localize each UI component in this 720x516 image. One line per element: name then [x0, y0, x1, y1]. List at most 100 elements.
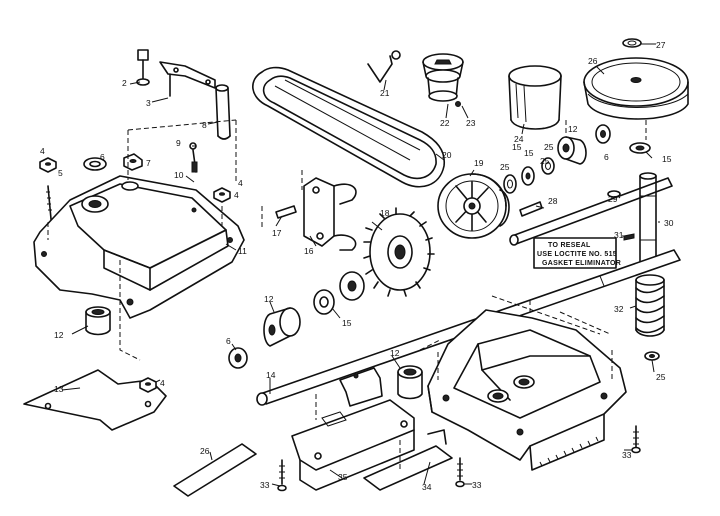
part-32-worm [635, 274, 665, 337]
label-8: 8 [202, 120, 207, 130]
label-4-bottom: 4 [160, 378, 165, 388]
part-18-gear [363, 207, 435, 297]
part-25-ring-upper [503, 174, 517, 194]
part-8-shaft [215, 84, 231, 140]
part-lower-housing [427, 309, 627, 471]
part-19-clutch-drum [437, 173, 510, 239]
part-25-ring-lower [644, 351, 660, 361]
label-14: 14 [266, 370, 276, 380]
label-12-upper: 12 [568, 124, 578, 134]
label-21: 21 [380, 88, 390, 98]
part-4-nut-right [213, 187, 231, 203]
label-29: 29 [608, 194, 618, 204]
part-33-screw-right [631, 425, 641, 454]
part-15-washer-upper [521, 166, 535, 186]
label-26-bottom: 26 [200, 446, 210, 456]
part-21-bent-pin [367, 50, 401, 83]
leader-lines [61, 43, 660, 487]
part-22-pulley [422, 53, 464, 107]
note-line-1: TO RESEAL [548, 242, 591, 249]
part-15-washer-mid [339, 271, 365, 301]
reseal-note: TO RESEAL USE LOCTITE NO. 515 GASKET ELI… [533, 237, 621, 269]
label-25-lower: 25 [656, 372, 666, 382]
label-9: 9 [176, 138, 181, 148]
label-15-extra: 15 [512, 142, 522, 152]
part-6-washer-upper [595, 124, 611, 144]
part-12-bushing-left [85, 306, 111, 336]
part-bracket-lower [339, 367, 383, 407]
label-5: 5 [58, 168, 63, 178]
label-32: 32 [614, 304, 624, 314]
label-23: 23 [466, 118, 476, 128]
label-2: 2 [122, 78, 127, 88]
label-4-extra: 4 [238, 178, 243, 188]
label-33-left: 33 [260, 480, 270, 490]
label-7: 7 [146, 158, 151, 168]
label-13: 13 [54, 384, 64, 394]
label-4-top-right: 4 [234, 190, 239, 200]
part-17-key [275, 205, 297, 219]
label-33-right: 33 [622, 450, 632, 460]
part-26-pad [173, 443, 257, 497]
part-16-fork [303, 177, 357, 251]
label-6-upper: 6 [604, 152, 609, 162]
part-4-nut-left [39, 157, 57, 173]
part-34-pad [363, 429, 453, 491]
label-22: 22 [440, 118, 450, 128]
label-12-mid: 12 [264, 294, 274, 304]
part-29-spacer [607, 190, 621, 198]
part-6-washer-left [83, 157, 107, 171]
part-2-bolt [136, 49, 150, 86]
label-10: 10 [174, 170, 184, 180]
part-4-nut-bottom [139, 377, 157, 393]
label-24: 24 [514, 134, 524, 144]
part-33-screw-mid [455, 457, 465, 488]
part-15-washer-right [629, 142, 651, 154]
label-25-upper: 25 [500, 162, 510, 172]
part-13-plate [23, 369, 167, 431]
label-31: 31 [614, 230, 624, 240]
label-25-upper-2: 25 [544, 142, 554, 152]
part-27-clip [622, 38, 652, 48]
label-4-top-left: 4 [40, 146, 45, 156]
label-12-lower: 12 [390, 348, 400, 358]
label-6-top: 6 [100, 152, 105, 162]
part-number-labels: 2 3 8 9 10 4 6 7 5 4 11 12 13 4 17 16 18… [40, 40, 674, 492]
part-35-plate [291, 399, 415, 491]
label-12-left: 12 [54, 330, 64, 340]
label-28: 28 [548, 196, 558, 206]
label-15-upper: 15 [524, 148, 534, 158]
part-26-large-pulley [583, 57, 689, 120]
label-17: 17 [272, 228, 282, 238]
part-25-clip-upper [541, 157, 555, 175]
label-35: 35 [338, 472, 348, 482]
label-6-mid: 6 [226, 336, 231, 346]
label-27: 27 [656, 40, 666, 50]
part-12-bushing-upper [557, 136, 587, 165]
part-31-pin [623, 233, 635, 241]
label-16: 16 [304, 246, 314, 256]
label-26-top: 26 [588, 56, 598, 66]
part-9-pin [189, 142, 198, 173]
label-15-mid: 15 [342, 318, 352, 328]
part-12-bushing-mid [263, 307, 301, 347]
part-24-drum [508, 65, 562, 130]
part-7-nut [123, 153, 143, 171]
label-19: 19 [474, 158, 484, 168]
part-28-shaft [509, 177, 673, 246]
label-34: 34 [422, 482, 432, 492]
drive-belt [252, 66, 446, 188]
note-line-2: USE LOCTITE NO. 515 [537, 251, 617, 258]
part-33-screw-left [277, 459, 287, 492]
assembly-guide-lines [119, 119, 647, 470]
label-3: 3 [146, 98, 151, 108]
part-3-bracket [159, 61, 216, 97]
part-15-washer-mid2 [313, 289, 335, 315]
label-11: 11 [238, 246, 247, 256]
label-18: 18 [380, 208, 390, 218]
label-25-extra: 25 [540, 156, 550, 166]
label-30: 30 [664, 218, 674, 228]
part-6-washer-mid [228, 347, 248, 369]
